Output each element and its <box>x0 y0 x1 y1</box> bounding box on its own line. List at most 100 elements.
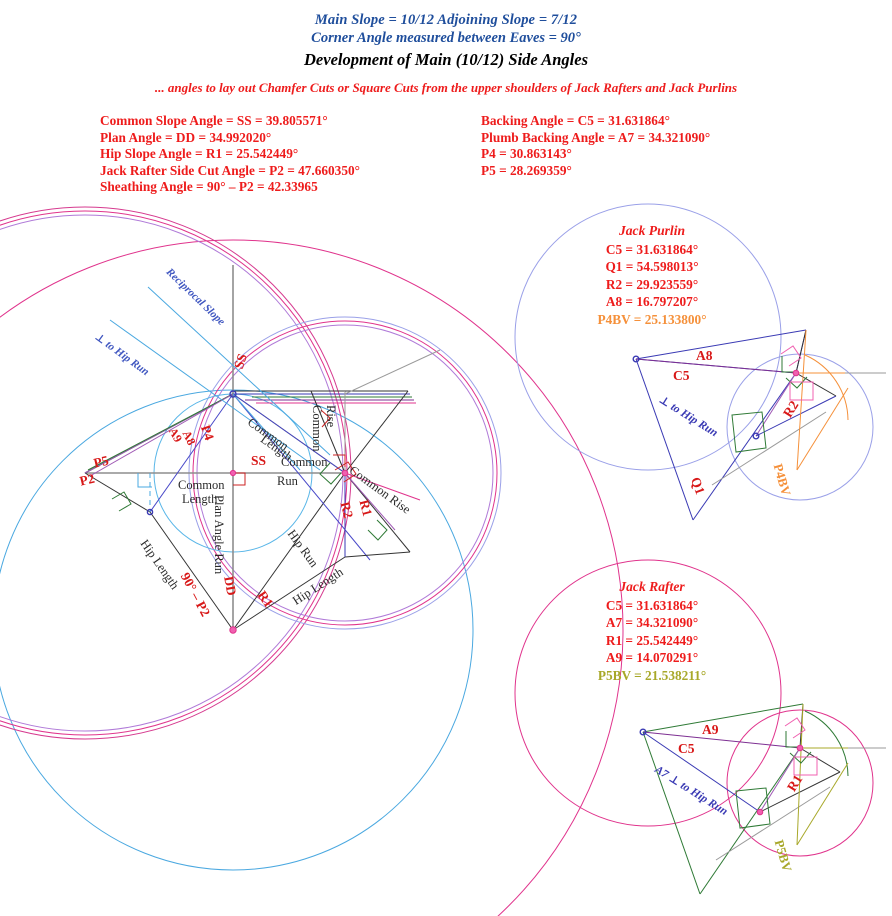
common-rise-hyp <box>344 390 409 474</box>
header-corner-angle: Corner Angle measured between Eaves = 90… <box>311 30 581 46</box>
ray-apex-right <box>232 393 346 474</box>
rafter-edge-left <box>642 731 701 895</box>
purlin-tick-green-right <box>785 376 808 389</box>
common-length-slant <box>310 390 346 474</box>
ray-apex-lowerright <box>232 393 371 561</box>
purlin-tick-green-top <box>781 356 796 373</box>
right-angle-tick-green-right <box>319 462 342 485</box>
page-title: Development of Main (10/12) Side Angles <box>304 50 588 69</box>
main-development-figure <box>0 206 624 916</box>
ray-apex-leftnode <box>149 393 234 513</box>
edge-left-lower <box>84 472 151 513</box>
right-angle-tick-green-left <box>111 491 132 512</box>
purlin-lower-blue <box>755 395 837 437</box>
angle-item: Common Slope Angle = SS = 39.805571° <box>100 113 328 128</box>
rafter-vertex-mid <box>756 808 764 816</box>
vertex-right <box>341 469 349 477</box>
angle-item: P4 = 30.863143° <box>481 146 572 161</box>
purlin-vertex-left <box>632 355 640 363</box>
angle-item: Plumb Backing Angle = A7 = 34.321090° <box>481 129 711 145</box>
right-angle-tick-centre <box>233 472 246 486</box>
jack-purlin-row: C5 = 31.631864° <box>605 241 699 257</box>
purlin-r2-line <box>755 372 797 437</box>
rafter-vertex-left <box>639 728 647 736</box>
ray-green-a9 <box>87 393 234 471</box>
jack-rafter-row: C5 = 31.631864° <box>605 597 699 613</box>
right-angle-tick-upper <box>320 409 331 428</box>
rafter-circle-small <box>726 709 874 857</box>
purlin-circle-main <box>514 203 782 471</box>
rafter-tick-green-perp <box>735 787 771 829</box>
purlin-edge-q1-right <box>692 372 797 521</box>
jack-purlin-row: Q1 = 54.598013° <box>605 259 699 274</box>
angle-item: Plan Angle = DD = 34.992020° <box>100 129 272 145</box>
vertex-apex <box>229 390 237 398</box>
rafter-line-purple <box>642 731 801 749</box>
jack-purlin-row: A8 = 16.797207° <box>605 294 699 309</box>
purlin-edge-a8-top <box>635 329 807 360</box>
jack-purlin-p4bv: P4BV = 25.133800° <box>597 311 707 327</box>
rafter-black-right <box>799 747 841 773</box>
rafter-a7-line <box>642 731 761 813</box>
jack-purlin-title: Jack Purlin <box>618 223 686 238</box>
angle-item: Sheathing Angle = 90° – P2 = 42.33965 <box>100 179 318 194</box>
cyan-ray-apex <box>232 393 301 471</box>
vertex-left-node <box>146 508 154 516</box>
header-subtitle: ... angles to lay out Chamfer Cuts or Sq… <box>154 80 738 95</box>
purlin-arc-orange <box>804 354 849 421</box>
header-main-slope: Main Slope = 10/12 Adjoining Slope = 7/1… <box>314 12 578 28</box>
purlin-vertex-mid <box>752 432 760 440</box>
rafter-tick-green-right <box>789 751 812 764</box>
angle-item: P5 = 28.269359° <box>481 162 572 178</box>
jack-rafter-row: A9 = 14.070291° <box>605 650 699 665</box>
rafter-p5bv-slant <box>796 762 849 846</box>
jack-rafter-row: R1 = 25.542449° <box>605 632 699 648</box>
rafter-black-lower <box>759 771 841 813</box>
right-angle-tick-green-lower <box>367 519 388 541</box>
purlin-black-vert <box>795 329 807 374</box>
arc-hip-length-outer <box>0 239 624 916</box>
jack-purlin-caption: Jack Purlin C5 = 31.631864° Q1 = 54.5980… <box>557 222 747 328</box>
jack-purlin-figure <box>514 203 886 521</box>
purlin-tick-pink-right <box>789 381 814 401</box>
jack-rafter-row: A7 = 34.321090° <box>605 615 699 630</box>
arc-left-outer2 <box>0 206 352 740</box>
r1-magenta-ray <box>344 472 421 501</box>
purlin-grey-diag <box>711 411 827 486</box>
jack-rafter-title: Jack Rafter <box>619 579 685 594</box>
perp-hip-run-line <box>109 319 321 471</box>
right-angle-tick-cyan-left <box>137 473 152 488</box>
vertex-centre <box>229 469 237 477</box>
angle-item: Hip Slope Angle = R1 = 25.542449° <box>100 146 299 161</box>
rafter-circle-main <box>514 559 782 827</box>
rafter-tick-pink-top <box>784 717 806 739</box>
rafter-grey-diag <box>715 786 831 861</box>
angle-list-left: Common Slope Angle = SS = 39.805571° Pla… <box>100 113 360 196</box>
purlin-p4bv-slant <box>796 387 849 471</box>
vertex-bottom <box>229 626 237 634</box>
jack-rafter-figure <box>514 559 886 895</box>
right-angle-tick-rise <box>333 454 346 467</box>
edge-hip-length-right <box>232 556 346 631</box>
r2-purple-ray <box>344 472 396 531</box>
rafter-tick-pink-right <box>793 756 818 776</box>
purlin-line-purple <box>635 358 797 374</box>
jack-rafter-caption: Jack Rafter C5 = 31.631864° A7 = 34.3210… <box>557 578 747 684</box>
rafter-vertex-centre <box>796 744 804 752</box>
angle-list-right: Backing Angle = C5 = 31.631864° Plumb Ba… <box>481 113 710 179</box>
edge-hip-run-right <box>232 472 346 631</box>
edge-right-lower <box>344 472 411 553</box>
reciprocal-slope-line <box>147 286 331 456</box>
purlin-tick-pink-top <box>780 345 802 367</box>
rafter-edge-right <box>699 747 801 895</box>
purlin-tick-green-perp <box>731 411 767 453</box>
edge-hip-length-left <box>149 511 234 631</box>
right-angle-tick-red-right <box>334 461 357 483</box>
purlin-edge-q1-left <box>635 358 694 521</box>
angle-item: Jack Rafter Side Cut Angle = P2 = 47.660… <box>100 162 360 178</box>
rafter-r1-line <box>759 747 801 813</box>
jack-purlin-row: R2 = 29.923559° <box>605 276 699 292</box>
edge-right-bottom <box>344 551 411 558</box>
